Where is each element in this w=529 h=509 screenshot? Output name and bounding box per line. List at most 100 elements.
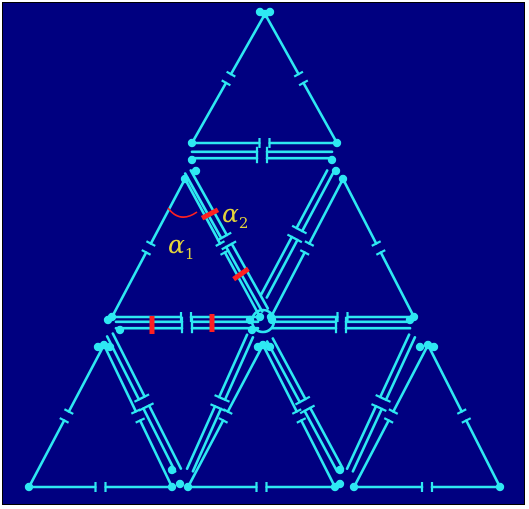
- node-joint-5: [331, 166, 341, 176]
- node-bot-right-left: [349, 482, 359, 492]
- node-joint-15: [265, 342, 275, 352]
- rod-mid-left-left-bar: [149, 177, 187, 245]
- junction-ring: [250, 308, 276, 334]
- node-joint-12: [93, 342, 103, 352]
- rod-bot-right-base: [352, 482, 502, 492]
- rod-top-base: [190, 138, 339, 148]
- rod-bot-left-left-tick: [63, 408, 74, 415]
- angle-arc-alpha1: [167, 207, 198, 218]
- rod-mid-left-left: [110, 177, 187, 319]
- rod-bot-right-right-bar: [426, 343, 464, 413]
- rod-bot-right-left-tick: [383, 417, 394, 424]
- rod-bot-mid-left-bar: [226, 343, 265, 413]
- rod-top-right-bar: [263, 12, 300, 76]
- rod-mid-left-right-bar: [183, 177, 222, 245]
- marker-alpha2: [200, 207, 220, 221]
- node-joint-6: [103, 315, 113, 325]
- link-top-left-to-midleft-tick: [216, 234, 227, 242]
- rod-mid-right-right-bar: [341, 177, 378, 245]
- rod-bot-mid-left-bar: [186, 419, 225, 489]
- link-midleft-to-botmid-bar: [185, 404, 217, 470]
- rod-bot-right-right-tick: [456, 408, 467, 415]
- rod-mid-right-left-bar: [269, 251, 306, 319]
- link-midleft-to-midright: [114, 316, 260, 334]
- rod-bot-right-right-tick: [461, 417, 472, 424]
- link-midleft-to-botleft-bar: [142, 407, 177, 473]
- rod-bot-mid-right: [261, 343, 337, 489]
- rod-bot-left-left-bar: [27, 419, 66, 489]
- node-bot-left-right: [167, 482, 177, 492]
- rod-bot-mid-left-tick: [218, 417, 229, 424]
- link-midright-to-botmid-bar: [308, 406, 345, 470]
- node-joint-7: [115, 325, 125, 335]
- link-midright-to-botright-bar: [345, 404, 378, 470]
- node-mid-right-apex: [338, 174, 348, 184]
- link-top-left-to-midleft: [183, 169, 270, 313]
- link-midright-to-botright: [345, 333, 417, 473]
- link-top-left-to-midleft-bar: [230, 242, 270, 310]
- rod-mid-right-left: [269, 177, 345, 319]
- link-top-to-mid: [190, 146, 334, 164]
- link-midright-to-botright-bar: [351, 407, 384, 473]
- rod-mid-left-left-tick: [141, 249, 152, 256]
- rod-top-left-bar: [229, 12, 267, 76]
- rod-bot-right-right-bar: [464, 419, 502, 489]
- link-midright-to-botright-bar: [378, 333, 411, 399]
- diagram-frame: [2, 2, 525, 505]
- label-alpha-2-symbol: α: [222, 199, 239, 228]
- link-top-left-to-midleft-bar: [224, 245, 264, 313]
- link-midleft-to-botleft-bar: [147, 404, 183, 470]
- rod-mid-left-right-bar: [223, 251, 262, 319]
- rod-bot-left-right-tick: [135, 417, 146, 424]
- link-midleft-to-botmid-bar: [217, 333, 249, 399]
- rod-top-right-tick: [293, 70, 304, 78]
- link-top-right-to-midright-tick: [286, 233, 297, 241]
- node-joint-13: [105, 342, 115, 352]
- rod-bot-left-right-bar: [138, 419, 174, 489]
- link-midright-to-botmid-tick: [294, 398, 305, 406]
- rod-bot-mid-right-tick: [291, 408, 302, 415]
- rod-mid-right-left-tick: [304, 240, 315, 247]
- link-midcenter-right: [270, 316, 412, 334]
- rod-bot-left-left-bar: [67, 343, 106, 413]
- link-midleft-to-botmid-tick: [210, 403, 221, 410]
- rod-mid-right-right-tick: [371, 240, 382, 247]
- rod-bot-mid-right-tick: [296, 417, 307, 424]
- node-joint-17: [429, 342, 439, 352]
- link-midleft-to-botleft-tick: [138, 405, 149, 412]
- node-joint-11: [405, 315, 415, 325]
- rod-bot-right-right: [426, 343, 502, 489]
- rod-bot-left-base: [27, 482, 174, 492]
- node-joint-4: [191, 166, 201, 176]
- node-joint-19: [335, 479, 345, 489]
- rod-mid-right-left-tick: [299, 249, 310, 256]
- node-joint-21: [335, 465, 345, 475]
- node-top-left: [187, 138, 197, 148]
- node-joint-1: [265, 7, 275, 17]
- node-top-right: [332, 138, 342, 148]
- rod-bot-left-right: [102, 343, 174, 489]
- rod-mid-right-right: [341, 177, 416, 319]
- link-midleft-to-botmid-bar: [223, 336, 255, 402]
- node-joint-2: [187, 155, 197, 165]
- link-top-left-to-midleft-tick: [221, 243, 232, 251]
- marker-link-mid: [232, 266, 250, 282]
- link-midright-to-botmid: [265, 337, 345, 473]
- link-midleft-to-botmid-tick: [214, 394, 225, 401]
- rod-top-right: [263, 12, 339, 145]
- link-top-right-to-midright-bar: [265, 238, 299, 299]
- link-top-right-to-midright-bar: [259, 235, 294, 296]
- rod-bot-left-left: [27, 343, 106, 489]
- link-midright-to-botright-tick: [375, 394, 386, 401]
- rod-bot-mid-right-bar: [299, 419, 337, 489]
- link-midright-to-botmid-bar: [265, 340, 302, 404]
- node-joint-16: [415, 342, 425, 352]
- rod-bot-right-left-bar: [352, 419, 390, 489]
- rod-mid-right-left-bar: [308, 177, 345, 245]
- node-joint-20: [167, 465, 177, 475]
- rod-bot-right-left: [352, 343, 430, 489]
- link-top-right-to-midright: [259, 169, 335, 299]
- link-midleft-to-botmid-bar: [191, 407, 223, 473]
- rod-bot-left-right-bar: [102, 343, 138, 413]
- rod-mid-right-right-tick: [375, 249, 386, 256]
